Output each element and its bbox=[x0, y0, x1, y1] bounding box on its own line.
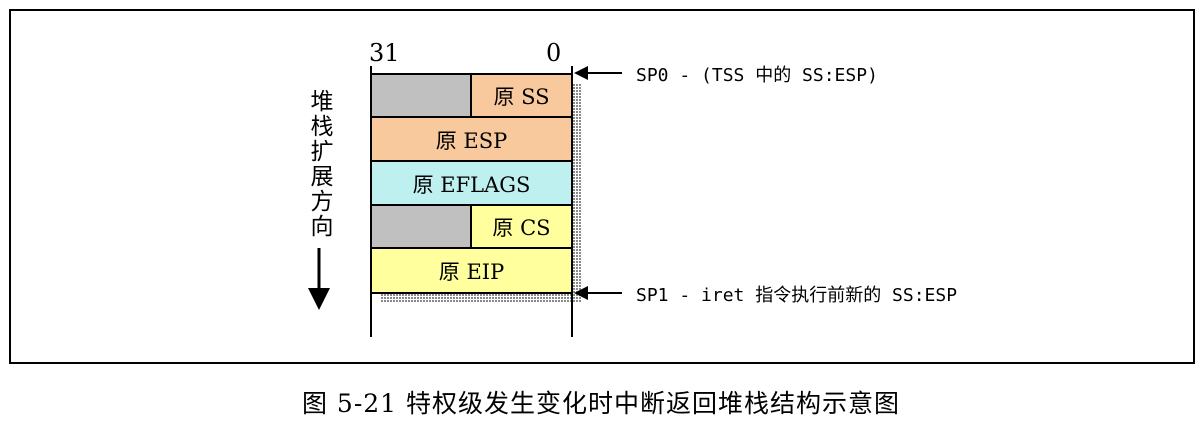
bit-0-label: 0 bbox=[546, 39, 562, 67]
old-esp-label: 原 ESP bbox=[435, 129, 508, 153]
sp0-arrow-head bbox=[574, 66, 588, 80]
stack-shadow-right bbox=[572, 83, 582, 302]
figure-caption: 图 5-21 特权级发生变化时中断返回堆栈结构示意图 bbox=[301, 389, 901, 418]
cell-old-cs bbox=[470, 204, 573, 249]
stack-growth-direction-label: 堆栈扩展方向 bbox=[306, 89, 332, 239]
old-eflags-label: 原 EFLAGS bbox=[412, 173, 531, 197]
reserved-ss-high bbox=[370, 73, 472, 118]
old-cs-label: 原 CS bbox=[492, 216, 551, 240]
old-eip-label: 原 EIP bbox=[438, 260, 505, 284]
figure-frame bbox=[9, 9, 1195, 364]
reserved-cs-high bbox=[370, 204, 472, 249]
direction-arrow-head bbox=[308, 288, 330, 310]
stack-shadow-bottom bbox=[380, 293, 582, 303]
old-ss-label: 原 SS bbox=[493, 85, 550, 109]
sp1-arrow-head bbox=[574, 286, 588, 300]
bit-31-label: 31 bbox=[369, 39, 400, 67]
sp0-note: SP0 - (TSS 中的 SS:ESP) bbox=[636, 65, 878, 86]
sp1-note: SP1 - iret 指令执行前新的 SS:ESP bbox=[636, 285, 958, 306]
